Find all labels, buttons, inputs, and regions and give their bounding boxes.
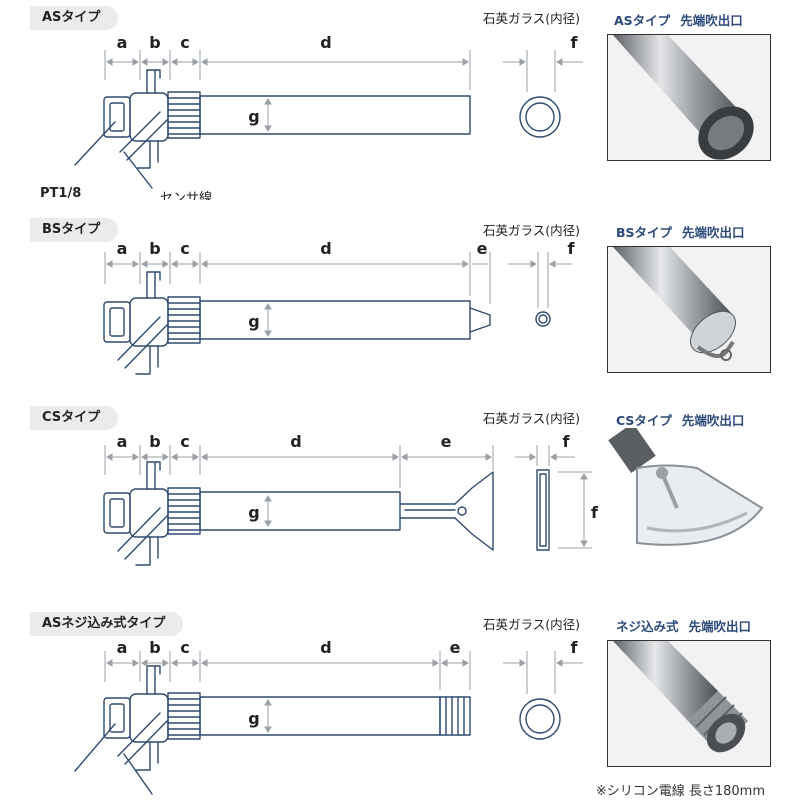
glass-ring-end-view <box>535 311 551 327</box>
lead-cable <box>119 111 168 161</box>
dim-label-b: b <box>149 239 160 258</box>
dim-label-e: e <box>441 432 452 451</box>
neck-pipe <box>399 503 456 519</box>
photo-caption-bs: BSタイプ先端吹出口 <box>616 222 745 241</box>
dim-label-c: c <box>180 33 189 52</box>
dim-label-b: b <box>149 432 160 451</box>
fan-nozzle <box>454 471 494 551</box>
tapered-tip <box>469 307 491 333</box>
photo-caption-model: ネジ込み式 <box>616 619 679 634</box>
dim-label-c: c <box>180 239 189 258</box>
glass-ring-end-view <box>519 698 561 740</box>
dim-label-f: f <box>571 638 579 657</box>
dim-label-b: b <box>149 33 160 52</box>
hex-nut-fitting <box>103 96 131 138</box>
callout-leader-sensor <box>123 151 153 189</box>
dim-label-e: e <box>450 638 461 657</box>
section-as-type: ASタイプ 石英ガラス(内径) ASタイプ先端吹出口 <box>0 0 789 200</box>
dim-label-d: d <box>320 638 331 657</box>
heater-tube <box>199 95 471 135</box>
type-tab-bs: BSタイプ <box>30 218 119 242</box>
section-cs-type: CSタイプ 石英ガラス(内径) CSタイプ先端吹出口 <box>0 400 789 600</box>
photo-caption-desc: 先端吹出口 <box>681 413 745 428</box>
heater-diagram-cs: a b c d e f f g <box>103 432 599 566</box>
glass-label-as-screw: 石英ガラス(内径) <box>483 617 581 632</box>
photo-caption-model: CSタイプ <box>616 413 672 428</box>
photo-caption-desc: 先端吹出口 <box>680 13 743 28</box>
dim-label-g: g <box>248 709 259 728</box>
callout-sensor: センサ線 <box>160 190 212 200</box>
callout-leader-port <box>74 121 116 166</box>
glass-label-as: 石英ガラス(内径) <box>483 11 581 26</box>
photo-caption-as-screw: ネジ込み式先端吹出口 <box>616 616 751 635</box>
dim-label-f: f <box>568 239 576 258</box>
dim-label-f-height: f <box>591 503 599 522</box>
dim-label-f: f <box>571 33 579 52</box>
glass-label-cs: 石英ガラス(内径) <box>483 411 581 426</box>
product-photo-cs <box>607 428 771 555</box>
glass-slit-end-view <box>536 469 550 551</box>
glass-ring-end-view <box>519 96 561 138</box>
tee-body <box>129 69 169 169</box>
dim-label-a: a <box>117 33 128 52</box>
dim-label-d: d <box>320 239 331 258</box>
dim-label-g: g <box>248 107 259 126</box>
photo-caption-model: ASタイプ <box>614 13 671 28</box>
knurled-ring <box>167 91 201 139</box>
callout-port: PT1/8 <box>40 186 81 200</box>
section-bs-type: BSタイプ 石英ガラス(内径) BSタイプ先端吹出口 <box>0 212 789 412</box>
footnote-silicone-wire: ※シリコン電線 長さ180mm <box>595 784 765 799</box>
photo-caption-desc: 先端吹出口 <box>682 225 745 240</box>
thread-section <box>439 696 471 736</box>
type-tab-cs: CSタイプ <box>30 406 119 430</box>
dim-label-g: g <box>248 312 259 331</box>
dim-label-a: a <box>117 432 128 451</box>
dim-label-b: b <box>149 638 160 657</box>
photo-caption-as: ASタイプ先端吹出口 <box>614 10 743 29</box>
type-tab-as-screw: ASネジ込み式タイプ <box>30 612 184 636</box>
photo-caption-model: BSタイプ <box>616 225 673 240</box>
photo-caption-cs: CSタイプ先端吹出口 <box>616 410 744 429</box>
dim-label-c: c <box>180 638 189 657</box>
product-photo-as-screw <box>607 640 771 767</box>
product-photo-as <box>607 34 771 161</box>
photo-caption-desc: 先端吹出口 <box>688 619 752 634</box>
dim-label-c: c <box>180 432 189 451</box>
heater-diagram-as-screw: a b c d e f g <box>74 638 583 795</box>
dim-label-g: g <box>248 503 259 522</box>
product-photo-bs <box>607 246 771 373</box>
dim-label-d: d <box>320 33 331 52</box>
heater-diagram-bs: a b c d e f g <box>103 239 576 375</box>
glass-label-bs: 石英ガラス(内径) <box>483 223 581 238</box>
type-tab-as: ASタイプ <box>30 6 119 30</box>
dim-label-a: a <box>117 638 128 657</box>
heater-diagram-as: a b c d f g PT1/8 センサ線 <box>40 33 583 200</box>
section-as-screw-type: ASネジ込み式タイプ 石英ガラス(内径) ネジ込み式先端吹出口 <box>0 606 789 806</box>
dim-label-e: e <box>477 239 488 258</box>
dim-label-f: f <box>563 432 571 451</box>
dim-label-d: d <box>290 432 301 451</box>
dim-label-a: a <box>117 239 128 258</box>
